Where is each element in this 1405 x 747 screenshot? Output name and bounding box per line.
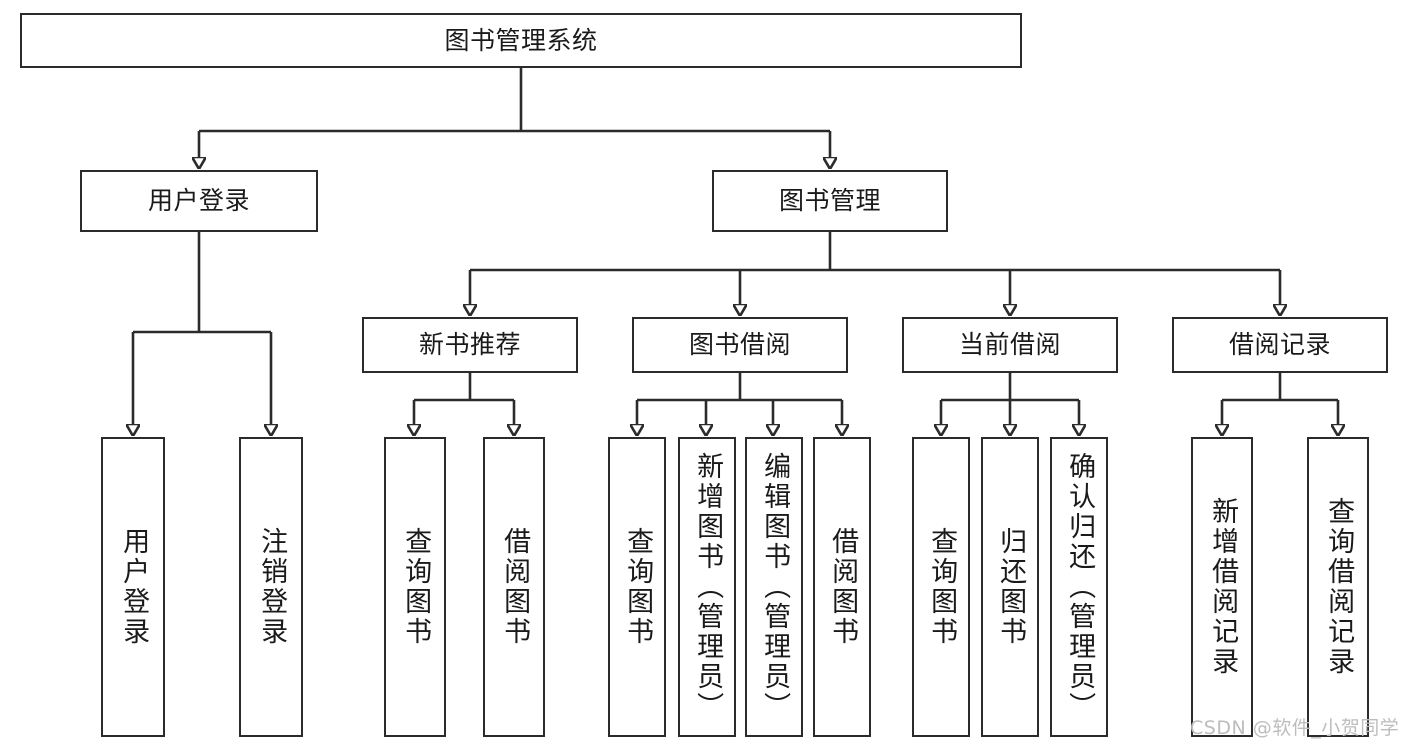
- node-label: 归还图书: [995, 527, 1027, 647]
- node-leaf-borrow-book[interactable]: 借阅图书: [813, 437, 871, 737]
- node-leaf-edit-book-admin[interactable]: 编辑图书（管理员）: [745, 437, 803, 737]
- node-label: 查询图书: [622, 527, 654, 647]
- node-label: 查询图书: [926, 527, 958, 647]
- node-label: 图书借阅: [688, 330, 791, 359]
- node-book-management[interactable]: 图书管理: [712, 170, 948, 232]
- node-book-borrow[interactable]: 图书借阅: [632, 317, 848, 373]
- node-label: 图书管理系统: [444, 25, 598, 55]
- node-label: 查询借阅记录: [1323, 497, 1355, 677]
- node-label: 用户登录: [147, 186, 250, 215]
- node-label: 当前借阅: [958, 330, 1061, 359]
- node-leaf-user-login[interactable]: 用户登录: [101, 437, 165, 737]
- csdn-watermark: CSDN @软件_小贺同学: [1190, 717, 1400, 739]
- node-label: 新增借阅记录: [1207, 497, 1239, 677]
- node-leaf-query-book-recommend[interactable]: 查询图书: [384, 437, 446, 737]
- node-new-book-recommendation[interactable]: 新书推荐: [362, 317, 578, 373]
- node-label: 新增图书（管理员）: [692, 452, 724, 722]
- node-current-borrow[interactable]: 当前借阅: [902, 317, 1118, 373]
- node-label: 用户登录: [118, 527, 150, 647]
- node-label: 确认归还（管理员）: [1064, 452, 1096, 722]
- node-label: 借阅图书: [499, 527, 531, 647]
- node-leaf-logout[interactable]: 注销登录: [239, 437, 303, 737]
- node-leaf-add-book-admin[interactable]: 新增图书（管理员）: [678, 437, 736, 737]
- node-user-login[interactable]: 用户登录: [80, 170, 318, 232]
- node-label: 新书推荐: [418, 330, 521, 359]
- node-leaf-query-borrow-record[interactable]: 查询借阅记录: [1307, 437, 1369, 737]
- node-leaf-confirm-return-admin[interactable]: 确认归还（管理员）: [1050, 437, 1108, 737]
- node-label: 注销登录: [256, 527, 288, 647]
- node-label: 借阅记录: [1228, 330, 1331, 359]
- node-leaf-query-book-current[interactable]: 查询图书: [912, 437, 970, 737]
- node-root-library-management-system[interactable]: 图书管理系统: [20, 13, 1022, 68]
- node-leaf-query-book-borrow[interactable]: 查询图书: [608, 437, 666, 737]
- node-leaf-borrow-book-recommend[interactable]: 借阅图书: [483, 437, 545, 737]
- node-label: 图书管理: [778, 186, 881, 215]
- node-label: 查询图书: [400, 527, 432, 647]
- node-label: 编辑图书（管理员）: [759, 452, 791, 722]
- node-leaf-add-borrow-record[interactable]: 新增借阅记录: [1191, 437, 1253, 737]
- node-borrow-record[interactable]: 借阅记录: [1172, 317, 1388, 373]
- node-label: 借阅图书: [827, 527, 859, 647]
- node-leaf-return-book[interactable]: 归还图书: [981, 437, 1039, 737]
